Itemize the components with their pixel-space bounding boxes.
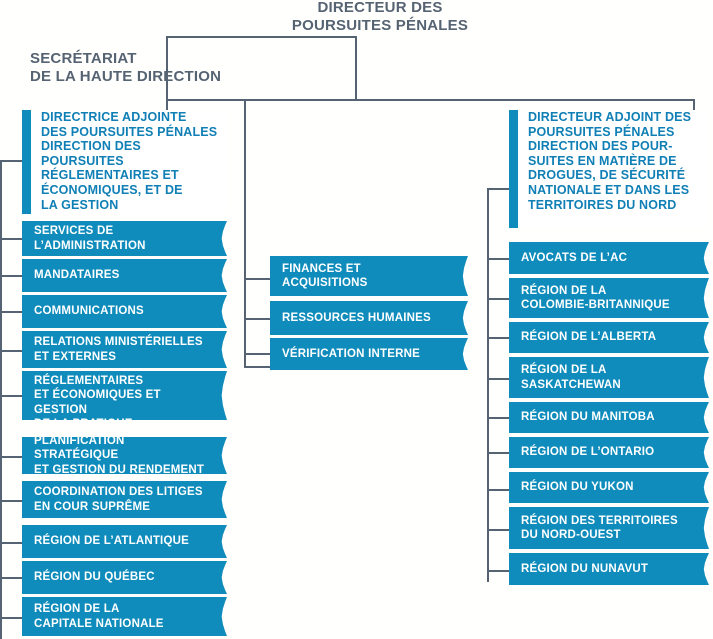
left-item-7[interactable]: RÉGION DE L’ATLANTIQUE: [22, 525, 227, 558]
right-item-1-label: RÉGION DE LA COLOMBIE-BRITANNIQUE: [521, 284, 670, 311]
right-spine: [487, 188, 489, 582]
left-item-4[interactable]: POURSUITES RÉGLEMENTAIRES ET ÉCONOMIQUES…: [22, 371, 227, 420]
left-stub-8: [0, 577, 22, 579]
right-item-4[interactable]: RÉGION DU MANITOBA: [509, 402, 709, 433]
connector-secretariat-stem: [166, 36, 168, 100]
middle-item-2[interactable]: VÉRIFICATION INTERNE: [270, 338, 468, 370]
right-stub-3: [487, 378, 509, 380]
left-stub-6: [0, 500, 22, 502]
left-item-3[interactable]: RELATIONS MINISTÉRIELLES ET EXTERNES: [22, 331, 227, 368]
middle-stub-1: [244, 318, 270, 320]
left-stub-4: [0, 395, 22, 397]
secretariat-title: SECRÉTARIAT DE LA HAUTE DIRECTION: [30, 50, 222, 85]
connector-middle-drop: [244, 99, 246, 367]
middle-stub-0: [244, 278, 270, 280]
left-branch-accent-bar: [22, 110, 31, 214]
left-item-7-label: RÉGION DE L’ATLANTIQUE: [34, 535, 189, 548]
left-item-0-label: SERVICES DE L’ADMINISTRATION: [34, 225, 146, 252]
left-item-5[interactable]: PLANIFICATION STRATÉGIQUE ET GESTION DU …: [22, 437, 227, 474]
root-title: DIRECTEUR DES POURSUITES PÉNALES: [291, 0, 469, 34]
left-branch-header: DIRECTRICE ADJOINTE DES POURSUITES PÉNAL…: [22, 110, 227, 214]
right-item-6-label: RÉGION DU YUKON: [521, 481, 634, 494]
left-item-1-label: MANDATAIRES: [34, 269, 120, 282]
left-item-2-label: COMMUNICATIONS: [34, 305, 144, 318]
left-spine: [0, 160, 2, 639]
left-item-8[interactable]: RÉGION DU QUÉBEC: [22, 561, 227, 594]
right-stub-6: [487, 489, 509, 491]
left-item-4-label: POURSUITES RÉGLEMENTAIRES ET ÉCONOMIQUES…: [34, 371, 161, 430]
connector-right-header-stub: [487, 188, 509, 190]
left-stub-2: [0, 311, 22, 313]
left-item-6[interactable]: COORDINATION DES LITIGES EN COUR SUPRÊME: [22, 481, 227, 518]
left-stub-7: [0, 542, 22, 544]
right-item-7-label: RÉGION DES TERRITOIRES DU NORD-OUEST: [521, 514, 678, 541]
left-item-5-label: PLANIFICATION STRATÉGIQUE ET GESTION DU …: [34, 435, 205, 476]
right-item-4-label: RÉGION DU MANITOBA: [521, 411, 655, 424]
left-item-9-label: RÉGION DE LA CAPITALE NATIONALE: [34, 603, 164, 630]
connector-root-stem: [355, 36, 357, 100]
middle-item-1[interactable]: RESSOURCES HUMAINES: [270, 301, 468, 335]
left-stub-0: [0, 238, 22, 240]
middle-item-2-label: VÉRIFICATION INTERNE: [282, 347, 420, 360]
left-item-1[interactable]: MANDATAIRES: [22, 259, 227, 292]
right-stub-7: [487, 529, 509, 531]
middle-item-0[interactable]: FINANCES ET ACQUISITIONS: [270, 256, 468, 296]
right-item-8-label: RÉGION DU NUNAVUT: [521, 562, 649, 575]
left-item-2[interactable]: COMMUNICATIONS: [22, 295, 227, 328]
connector-secretariat-rail: [166, 36, 357, 38]
right-item-2-label: RÉGION DE L’ALBERTA: [521, 331, 657, 344]
connector-level2-rail: [166, 99, 695, 101]
middle-spine-foot: [244, 366, 270, 368]
middle-item-0-label: FINANCES ET ACQUISITIONS: [282, 262, 368, 289]
connector-left-header-stub: [0, 160, 22, 162]
left-item-8-label: RÉGION DU QUÉBEC: [34, 571, 155, 584]
left-stub-1: [0, 275, 22, 277]
left-item-6-label: COORDINATION DES LITIGES EN COUR SUPRÊME: [34, 486, 203, 513]
right-stub-8: [487, 570, 509, 572]
left-item-3-label: RELATIONS MINISTÉRIELLES ET EXTERNES: [34, 336, 203, 363]
right-branch-header: DIRECTEUR ADJOINT DES POURSUITES PÉNALES…: [509, 110, 709, 228]
right-item-0[interactable]: AVOCATS DE L’AC: [509, 242, 709, 274]
right-stub-5: [487, 452, 509, 454]
right-branch-accent-bar: [509, 110, 518, 228]
left-item-0[interactable]: SERVICES DE L’ADMINISTRATION: [22, 221, 227, 256]
left-stub-9: [0, 617, 22, 619]
right-stub-4: [487, 417, 509, 419]
middle-item-1-label: RESSOURCES HUMAINES: [282, 311, 431, 324]
right-item-1[interactable]: RÉGION DE LA COLOMBIE-BRITANNIQUE: [509, 278, 709, 318]
left-stub-5: [0, 456, 22, 458]
right-item-0-label: AVOCATS DE L’AC: [521, 251, 628, 264]
left-item-9[interactable]: RÉGION DE LA CAPITALE NATIONALE: [22, 597, 227, 636]
middle-stub-2: [244, 353, 270, 355]
right-item-8[interactable]: RÉGION DU NUNAVUT: [509, 553, 709, 585]
right-item-2[interactable]: RÉGION DE L’ALBERTA: [509, 322, 709, 353]
right-branch-header-label: DIRECTEUR ADJOINT DES POURSUITES PÉNALES…: [528, 110, 692, 212]
right-item-5-label: RÉGION DE L’ONTARIO: [521, 446, 655, 459]
right-item-5[interactable]: RÉGION DE L’ONTARIO: [509, 437, 709, 468]
right-stub-2: [487, 337, 509, 339]
right-item-3[interactable]: RÉGION DE LA SASKATCHEWAN: [509, 357, 709, 398]
right-stub-1: [487, 298, 509, 300]
right-item-7[interactable]: RÉGION DES TERRITOIRES DU NORD-OUEST: [509, 507, 709, 549]
right-stub-0: [487, 258, 509, 260]
left-branch-header-label: DIRECTRICE ADJOINTE DES POURSUITES PÉNAL…: [41, 110, 218, 212]
right-item-3-label: RÉGION DE LA SASKATCHEWAN: [521, 364, 621, 391]
left-stub-3: [0, 350, 22, 352]
right-item-6[interactable]: RÉGION DU YUKON: [509, 472, 709, 503]
